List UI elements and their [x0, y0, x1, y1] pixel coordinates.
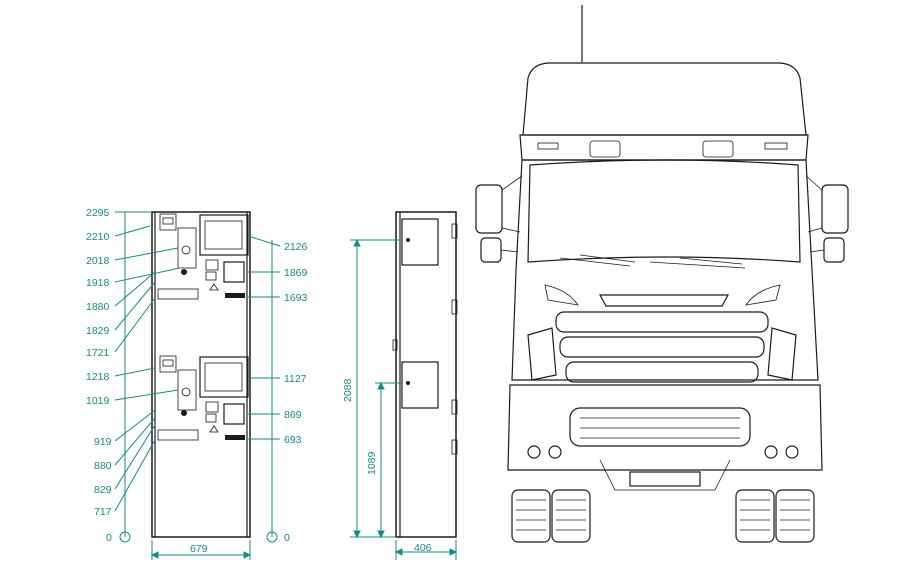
height-label-1693: 1693 [284, 292, 308, 304]
height-label-717: 717 [94, 506, 112, 518]
kiosk-front-view [151, 211, 251, 538]
height-label-1721: 1721 [86, 347, 110, 359]
height-label-1218: 1218 [86, 371, 110, 383]
truck-fog-lamp-1 [527, 445, 541, 459]
upper-card-reader [159, 213, 177, 231]
height-label-1127: 1127 [284, 373, 307, 385]
total-height-label: 2088 [342, 378, 354, 402]
truck-fog-lamp-2 [548, 445, 562, 459]
kiosk-front-outline [151, 211, 251, 538]
height-label-2018: 2018 [86, 255, 110, 267]
height-label-2126: 2126 [284, 241, 308, 253]
upper-handle [209, 283, 219, 291]
height-label-1019: 1019 [86, 395, 110, 407]
lower-button [181, 410, 187, 416]
depth-label: 406 [414, 542, 432, 554]
truck-lower-grille [569, 407, 751, 447]
lower-height-label: 1089 [366, 451, 378, 475]
truck-wiper-right [649, 257, 746, 269]
truck-wheel-right-inner [735, 489, 775, 543]
upper-module [157, 213, 249, 300]
lower-handle [209, 425, 219, 433]
truck-grille-trim [598, 294, 730, 307]
upper-scanner [223, 261, 245, 283]
truck-wiper-left [559, 254, 636, 267]
width-label: 679 [190, 543, 208, 555]
truck-license-plate [629, 471, 701, 487]
height-label-919: 919 [94, 436, 112, 448]
lower-connector-a [205, 401, 219, 413]
truck-roof [522, 62, 807, 136]
height-label-869: 869 [284, 409, 302, 421]
upper-coin-slot [181, 245, 191, 255]
lower-cash-slot [157, 429, 199, 441]
truck-grille-bar-1 [555, 311, 769, 333]
lower-tray [225, 435, 245, 440]
height-label-1869: 1869 [284, 267, 308, 279]
truck-headlight-left [527, 327, 557, 381]
truck-windshield [527, 159, 801, 263]
side-lower-door [401, 361, 439, 409]
height-label-2295: 2295 [86, 207, 110, 219]
side-dimensions: 2088 1089 406 [342, 238, 458, 560]
truck-fog-lamp-3 [764, 445, 778, 459]
truck-cab [511, 159, 819, 381]
truck-mirror-left [475, 184, 503, 234]
height-label-1880: 1880 [86, 301, 110, 313]
truck-roof-light-left [589, 140, 621, 158]
height-label-2210: 2210 [86, 231, 110, 243]
upper-connector-a [205, 259, 219, 271]
upper-connector-b [205, 271, 217, 281]
lower-connector-b [205, 413, 217, 423]
lower-coin-slot [181, 387, 191, 397]
upper-card-slot [162, 217, 174, 225]
truck-wheel-left-inner [551, 489, 591, 543]
lower-card-slot [162, 359, 174, 367]
lower-screen [204, 362, 243, 392]
front-dimensions: 2295 2210 2018 1918 1880 1829 1721 1218 … [86, 207, 308, 560]
kiosk-side-view [392, 211, 458, 538]
height-label-0-left: 0 [106, 532, 112, 544]
upper-button [181, 269, 187, 275]
truck-wheel-right-outer [775, 489, 815, 543]
left-origin-marker [119, 531, 131, 543]
truck-grille-bar-3 [565, 361, 759, 383]
truck-grille-bar-2 [559, 336, 765, 358]
right-origin-marker [266, 531, 278, 543]
height-label-880: 880 [94, 460, 112, 472]
truck-bumper [507, 384, 823, 471]
lower-card-reader [159, 355, 177, 373]
kiosk-side-outline [395, 211, 457, 538]
side-upper-door [401, 218, 439, 266]
truck-roof-light-right [702, 140, 734, 158]
height-label-0-right: 0 [284, 532, 290, 544]
truck-front-view [475, 5, 849, 543]
lower-scanner [223, 403, 245, 425]
height-label-1829: 1829 [86, 325, 110, 337]
upper-screen-frame [199, 214, 249, 256]
height-label-829: 829 [94, 484, 112, 496]
truck-mirror-right [821, 184, 849, 234]
lower-module [157, 355, 249, 441]
upper-cash-slot [157, 288, 199, 300]
truck-mirror-right-lower [823, 237, 845, 263]
truck-wheel-left-outer [511, 489, 551, 543]
lower-screen-frame [199, 356, 249, 398]
upper-tray [225, 293, 245, 298]
height-label-693: 693 [284, 434, 302, 446]
truck-fog-lamp-4 [785, 445, 799, 459]
height-label-1918: 1918 [86, 277, 110, 289]
upper-screen [204, 220, 243, 250]
truck-headlight-right [767, 327, 797, 381]
truck-mirror-left-lower [480, 237, 502, 263]
